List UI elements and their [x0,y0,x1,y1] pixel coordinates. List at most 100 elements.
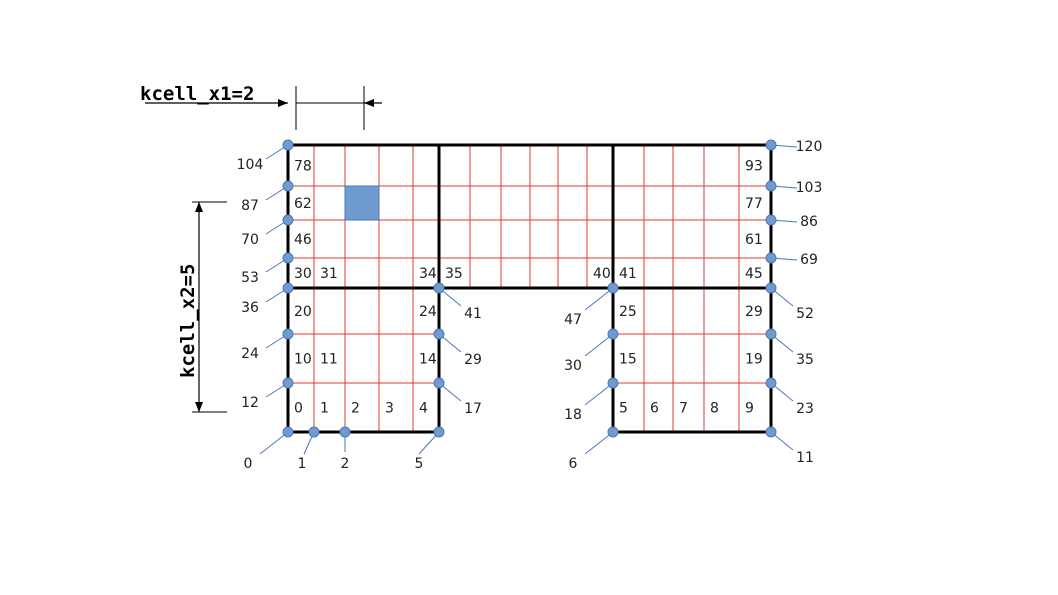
cell-label: 7 [679,401,688,417]
cell-label: 15 [619,352,637,368]
cell-label: 93 [745,159,763,175]
mesh-node-dot [282,328,294,340]
node-leader-line [584,287,614,311]
mesh-node-dot [433,377,445,389]
node-label: 87 [241,198,259,214]
node-leader-line [584,333,614,357]
mesh-node-dot [607,377,619,389]
cell-label: 20 [294,304,312,320]
cell-label: 19 [745,352,763,368]
cell-label: 3 [385,401,394,417]
mesh-node-dot [282,282,294,294]
cell-label: 45 [745,266,763,282]
node-label: 53 [241,270,259,286]
mesh-node-dot [282,180,294,192]
node-label: 12 [241,395,259,411]
mesh-node-dot [765,377,777,389]
cell-label: 77 [745,196,763,212]
cell-label: 61 [745,232,763,248]
node-label: 103 [796,180,823,196]
mesh-node-dot [282,139,294,151]
mesh-node-dot [433,328,445,340]
cell-label: 6 [650,401,659,417]
node-label: 104 [237,157,264,173]
mesh-node-dot [433,426,445,438]
node-leader-line [584,382,614,406]
node-label: 52 [796,306,814,322]
node-leader-line [584,431,614,455]
dim-x1-arrow-right [364,99,374,107]
cell-label: 8 [710,401,719,417]
cell-label: 1 [320,401,329,417]
kcell-x1-label: kcell_x1=2 [140,83,254,105]
cell-label: 40 [593,266,611,282]
mesh-node-dot [282,377,294,389]
dim-x2-arrow-top [195,202,203,212]
cell-label: 41 [619,266,637,282]
node-label: 11 [796,450,814,466]
highlighted-cell [344,185,380,221]
mesh-node-dot [433,282,445,294]
cell-label: 2 [351,401,360,417]
mesh-node-dot [607,328,619,340]
cell-label: 0 [294,401,303,417]
node-label: 69 [800,252,818,268]
node-label: 18 [564,407,582,423]
cell-label: 11 [320,352,338,368]
cell-label: 30 [294,266,312,282]
kcell-x2-label: kcell_x2=5 [177,264,199,378]
cell-label: 5 [619,401,628,417]
node-label: 29 [464,352,482,368]
node-label: 0 [244,456,253,472]
cell-label: 25 [619,304,637,320]
cell-label: 34 [419,266,437,282]
node-label: 36 [241,300,259,316]
mesh-node-dot [607,426,619,438]
node-label: 23 [796,401,814,417]
cell-label: 4 [419,401,428,417]
cell-label: 46 [294,232,312,248]
mesh-node-dot [765,139,777,151]
mesh-node-dot [765,214,777,226]
mesh-node-dot [339,426,351,438]
node-label: 35 [796,352,814,368]
mesh-node-dot [282,252,294,264]
cell-label: 35 [445,266,463,282]
cell-label: 24 [419,304,437,320]
node-label: 47 [564,312,582,328]
mesh-node-dot [282,426,294,438]
mesh-node-dot [765,328,777,340]
dim-x1-arrow-left [278,99,288,107]
node-leader-line [259,431,289,455]
cell-label: 10 [294,352,312,368]
node-label: 24 [241,346,259,362]
node-label: 1 [298,456,307,472]
cell-label: 62 [294,196,312,212]
mesh-node-dot [282,214,294,226]
kcell-x2-dimension: kcell_x2=5 [177,201,227,413]
mesh-node-dot [308,426,320,438]
node-label: 86 [800,214,818,230]
cell-label: 78 [294,159,312,175]
node-label: 17 [464,401,482,417]
node-label: 70 [241,232,259,248]
node-label: 30 [564,358,582,374]
node-label: 6 [569,456,578,472]
cell-label: 9 [745,401,754,417]
mesh-node-dot [765,180,777,192]
node-label: 41 [464,306,482,322]
node-label: 5 [415,456,424,472]
node-label: 120 [796,139,823,155]
mesh-node-dot [607,282,619,294]
mesh-node-dot [765,426,777,438]
mesh-nodes [282,139,777,438]
mesh-node-dot [765,252,777,264]
kcell-x1-dimension: kcell_x1=2 [140,83,382,130]
cell-label: 31 [320,266,338,282]
cell-label: 29 [745,304,763,320]
cell-label: 14 [419,352,437,368]
